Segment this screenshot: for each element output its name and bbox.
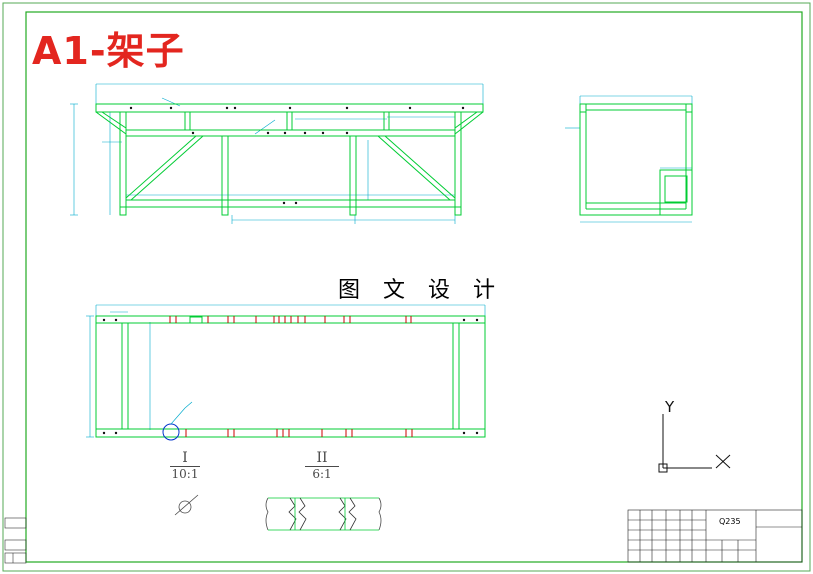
- inner-border: [25, 11, 803, 563]
- detail-2-label: II 6:1: [305, 450, 339, 481]
- detail-1-number: I: [170, 450, 200, 467]
- side-view: [565, 95, 693, 223]
- top-view-red-marks: [169, 316, 413, 437]
- detail-marker-circle: [162, 423, 180, 441]
- front-view: [70, 83, 484, 224]
- detail-2-scale: 6:1: [312, 467, 332, 481]
- axis-label-y: Y: [665, 398, 675, 416]
- detail-2-section: [265, 497, 382, 531]
- detail-2-number: II: [305, 450, 339, 467]
- detail-1-scale: 10:1: [171, 467, 199, 481]
- drawing-title: A1-架子: [32, 29, 185, 73]
- front-view-dimensions: [70, 83, 484, 224]
- title-block-grid: [627, 509, 803, 563]
- left-stamp-boxes: [4, 517, 27, 564]
- axis-label-x: X: [716, 452, 726, 470]
- detail-1-symbol: [174, 494, 199, 516]
- front-view-holes: [129, 106, 465, 205]
- top-view: [86, 304, 486, 441]
- detail-1-label: I 10:1: [170, 450, 200, 481]
- title-block-material: Q235: [719, 517, 741, 526]
- ucs-axis-icon: [658, 414, 731, 473]
- front-view-frame: [95, 103, 484, 216]
- watermark-text: 图 文 设 计: [338, 278, 503, 303]
- top-view-slot: [189, 316, 203, 324]
